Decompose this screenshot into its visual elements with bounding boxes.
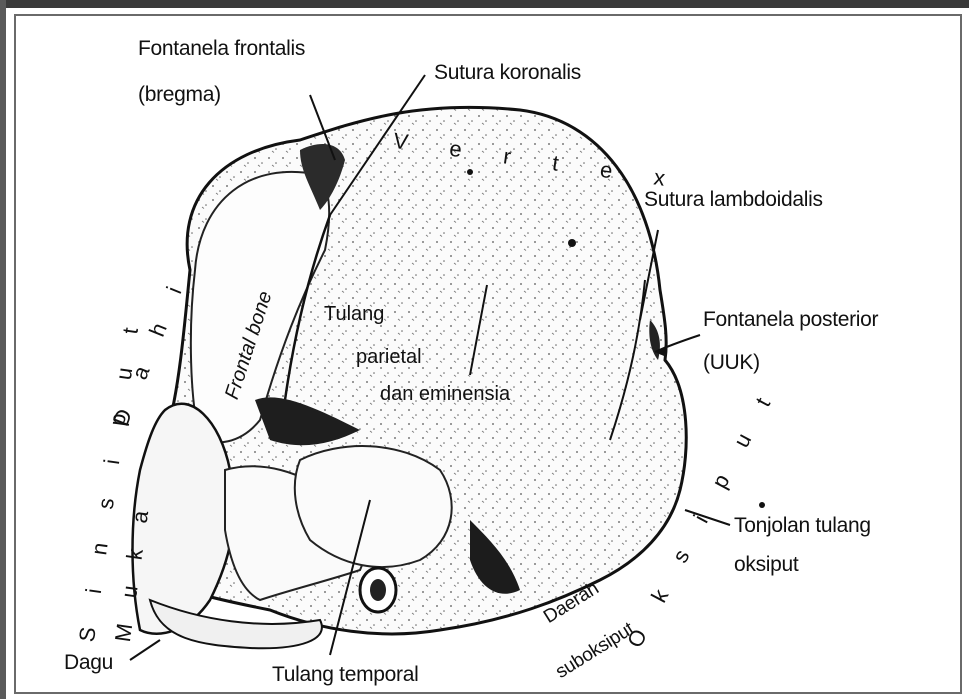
label-bregma: (bregma) <box>138 82 221 107</box>
label-uuk: (UUK) <box>703 350 760 375</box>
label-eminensia: dan eminensia <box>380 382 510 406</box>
label-dagu: Dagu <box>64 650 113 675</box>
label-fontanela-frontalis: Fontanela frontalis <box>138 36 305 61</box>
label-fontanela-posterior: Fontanela posterior <box>703 307 878 332</box>
label-tonjolan-1: Tonjolan tulang <box>734 513 871 538</box>
label-tulang: Tulang <box>324 302 384 326</box>
label-tulang-temporal: Tulang temporal <box>272 662 418 687</box>
label-tonjolan-2: oksiput <box>734 552 798 577</box>
label-sutura-koronalis: Sutura koronalis <box>434 60 581 85</box>
label-parietal: parietal <box>356 345 422 369</box>
